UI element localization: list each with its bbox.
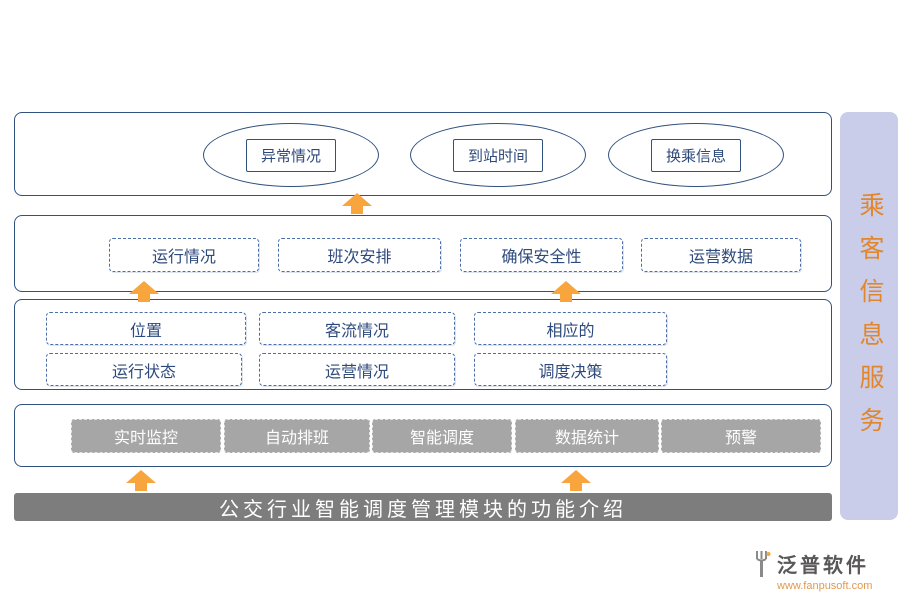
arrow-head <box>126 470 156 483</box>
layer-core-functions: 实时监控 自动排班 智能调度 数据统计 预警 <box>14 404 832 467</box>
up-arrow-icon <box>561 470 591 491</box>
node-operation-data: 运营数据 <box>641 238 801 272</box>
node-transfer-info: 换乘信息 <box>650 138 741 172</box>
node-arrival-time: 到站时间 <box>452 138 543 172</box>
layer-assurance: 运行情况 班次安排 确保安全性 运营数据 <box>14 215 832 292</box>
node-intelligent-dispatch: 智能调度 <box>372 419 512 453</box>
arrow-head <box>551 281 581 294</box>
up-arrow-icon <box>342 193 372 214</box>
brand-footer: 泛普软件 www.fanpusoft.com <box>752 549 872 592</box>
node-running-state: 运行状态 <box>46 353 242 386</box>
arrow-head <box>342 193 372 206</box>
ellipse-abnormal-info: 异常情况 <box>203 123 379 187</box>
node-warning: 预警 <box>661 419 821 453</box>
arrow-head <box>561 470 591 483</box>
brand-name: 泛普软件 <box>777 555 869 577</box>
fork-icon <box>752 549 771 584</box>
node-corresponding: 相应的 <box>474 312 667 345</box>
up-arrow-icon <box>129 281 159 302</box>
layer-passenger-info: 异常情况 到站时间 换乘信息 <box>14 112 832 196</box>
node-abnormal-info: 异常情况 <box>245 138 336 172</box>
node-auto-scheduling: 自动排班 <box>224 419 370 453</box>
node-shift-schedule: 班次安排 <box>278 238 441 272</box>
sidebar-label: 乘客信息服务 <box>856 192 883 450</box>
passenger-service-sidebar: 乘客信息服务 <box>840 112 898 520</box>
node-operation-condition: 运营情况 <box>259 353 455 386</box>
node-realtime-monitor: 实时监控 <box>71 419 221 453</box>
node-passenger-flow: 客流情况 <box>259 312 455 345</box>
node-data-statistics: 数据统计 <box>515 419 659 453</box>
arrow-stem <box>351 206 363 214</box>
node-dispatch-decision: 调度决策 <box>474 353 667 386</box>
ellipse-arrival-time: 到站时间 <box>410 123 586 187</box>
node-position: 位置 <box>46 312 246 345</box>
arrow-stem <box>570 483 582 491</box>
up-arrow-icon <box>126 470 156 491</box>
layer-collected-data: 位置 客流情况 相应的 运行状态 运营情况 调度决策 <box>14 299 832 390</box>
diagram-title-bar: 公交行业智能调度管理模块的功能介绍 <box>14 493 832 521</box>
ellipse-transfer-info: 换乘信息 <box>608 123 784 187</box>
arrow-stem <box>560 294 572 302</box>
node-safety-assurance: 确保安全性 <box>460 238 623 272</box>
node-operation-status: 运行情况 <box>109 238 259 272</box>
arrow-stem <box>135 483 147 491</box>
arrow-head <box>129 281 159 294</box>
up-arrow-icon <box>551 281 581 302</box>
arrow-stem <box>138 294 150 302</box>
brand-url: www.fanpusoft.com <box>777 580 873 592</box>
